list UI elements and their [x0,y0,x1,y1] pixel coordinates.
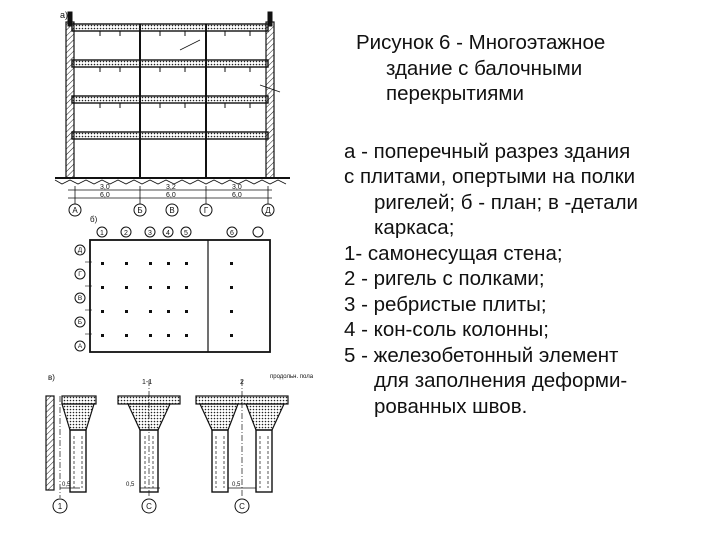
legend-line: а - поперечный разрез здания [344,139,631,163]
legend-line: рованных швов. [374,394,528,418]
detail-cut-label-1: 1-1 [142,379,152,386]
cross-section: а) [54,10,290,217]
section-axis-markers [68,203,275,217]
plan-axis-number-4: 4 [166,230,170,237]
section-dim-bottom-3: 6,0 [232,192,242,199]
section-dim-top-2: 3,2 [166,184,176,191]
plan-axis-letter-5: А [78,343,83,350]
plan-columns [101,262,233,337]
detail-axis-3: С [239,502,245,511]
caption-title-line: перекрытиями [386,82,524,105]
section-axis-label-3: В [169,206,174,215]
caption-title-line: Рисунок 6 - Многоэтажное [356,31,606,54]
section-axis-label-1: А [72,206,78,215]
section-axis-label-2: Б [137,206,142,215]
section-letter-c: в) [48,373,55,382]
section-axis-label-5: Д [265,206,271,215]
caption-title: Рисунок 6 - Многоэтажное здание с балочн… [356,30,716,107]
plan-axis-number-2: 2 [124,230,128,237]
frame-details: в) 1-1 2 продольн. пола [45,373,314,514]
detail-cut-label-3: продольн. пола [270,374,314,380]
plan-axis-number-6: 6 [230,230,234,237]
plan-axis-letter-1: Д [78,247,83,254]
legend-line: ригелей; б - план; в -детали [374,190,639,214]
plan-axis-letter-4: Б [78,319,82,326]
legend-line: 1- самонесущая стена; [344,241,563,265]
plan-axis-letter-3: В [78,295,82,302]
detail-dim-1: 0,5 [62,482,71,488]
building-frame-drawing: а) [45,10,314,514]
legend-line: для заполнения деформи- [374,369,628,392]
section-dim-bottom-2: 6,0 [166,192,176,199]
plan-axis-number-5: 5 [184,230,188,237]
section-dim-top-3: 3,0 [232,184,242,191]
detail-dim-3: 0,5 [232,482,241,488]
legend-line: с плитами, опертыми на полки [344,165,636,188]
figure-caption: Рисунок 6 - Многоэтажное здание с балочн… [344,30,716,419]
caption-title-line: здание с балочными [386,56,583,80]
plan-axis-number-3: 3 [148,230,152,237]
caption-legend: а - поперечный разрез здания с плитами, … [344,139,716,420]
detail-axis-2: С [146,502,152,511]
plan-axis-number-1: 1 [100,230,104,237]
section-dim-top-1: 3,0 [100,184,110,191]
legend-line: 2 - ригель с полками; [344,267,545,290]
section-axis-label-4: Г [204,206,209,215]
plan-axis-letter-2: Г [78,271,82,278]
legend-line: 3 - ребристые плиты; [344,292,547,316]
detail-axis-1: 1 [58,502,63,511]
section-dim-bottom-1: 6,0 [100,192,110,199]
legend-line: 5 - железобетонный элемент [344,343,619,367]
legend-line: каркаса; [374,216,455,239]
section-letter-b: б) [90,215,98,224]
detail-dim-2: 0,5 [126,482,135,488]
floor-plan: б) 1 2 3 4 5 6 [74,215,271,353]
legend-line: 4 - кон-соль колонны; [344,318,549,341]
floor-slabs [71,23,269,140]
section-letter-a: а) [60,10,68,20]
